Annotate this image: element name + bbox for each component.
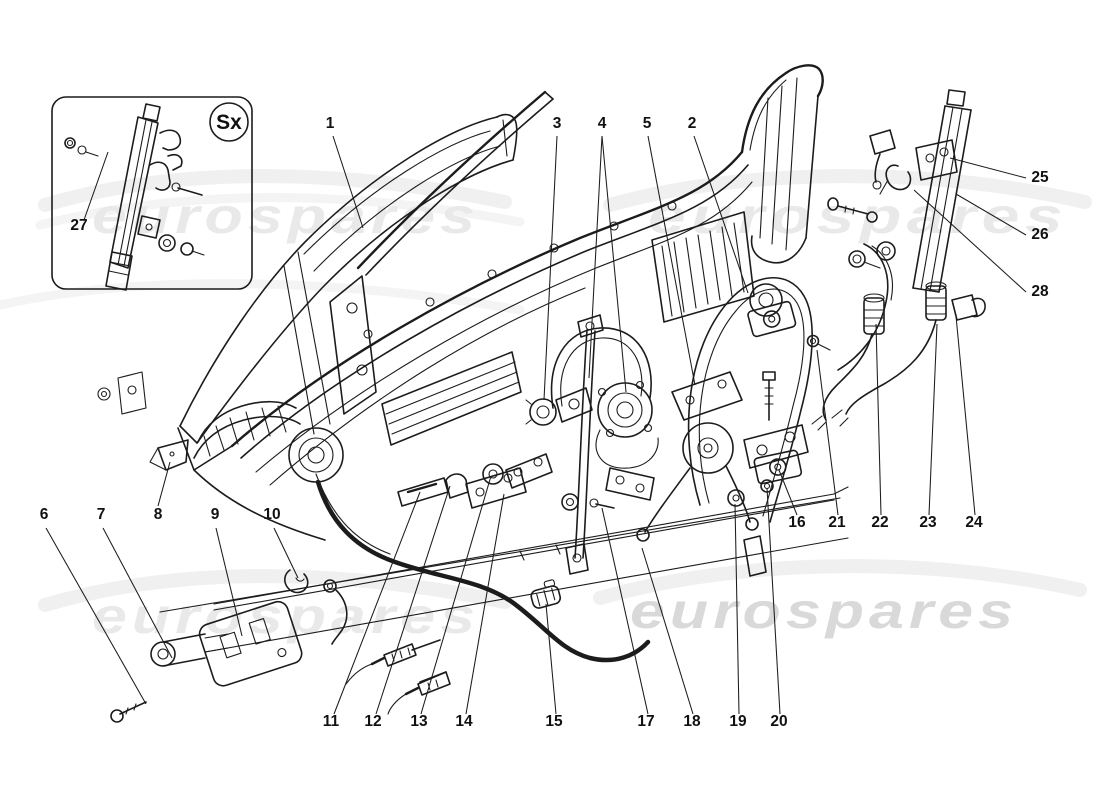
- quarter-window-fin: [740, 64, 824, 317]
- door-frame-drawing: [97, 64, 894, 653]
- part-label-20: 20: [770, 713, 787, 730]
- release-cable: [213, 486, 849, 611]
- door-top-rail: [230, 150, 753, 486]
- watermarks: eurospares eurospares eurospares eurospa…: [0, 169, 1092, 644]
- sx-badge-circle: [209, 102, 249, 142]
- inset-rail-drawing: [64, 103, 205, 291]
- part-labels: 1 2 3 4 5 6 7 8 9 10 11 12 13 14 15 16 1…: [40, 115, 1049, 730]
- inner-panel-recess: [381, 351, 522, 446]
- louver-vent: [651, 211, 755, 323]
- part-label-22: 22: [871, 514, 888, 531]
- part-label-24: 24: [965, 514, 983, 531]
- watermark-text: eurospares: [630, 583, 1018, 639]
- part-label-16: 16: [788, 514, 806, 531]
- leader-lines: [45, 135, 1027, 715]
- part-label-13: 13: [410, 713, 428, 730]
- watermark-text: eurospares: [92, 188, 480, 244]
- ground-wire: [323, 579, 348, 645]
- pillar-plate: [283, 251, 377, 435]
- inset-detail-box: Sx: [51, 96, 253, 291]
- right-guide-rail: [827, 89, 986, 427]
- right-window-regulator: [636, 276, 813, 577]
- part-label-4: 4: [598, 115, 607, 132]
- part-label-28: 28: [1031, 283, 1049, 300]
- wiring-connectors: [806, 293, 885, 431]
- center-window-regulator: [397, 314, 659, 575]
- window-trim-strip: [179, 113, 518, 444]
- part-label-25: 25: [1031, 169, 1049, 186]
- glass-edge-inner: [365, 98, 554, 276]
- glass-edge: [356, 90, 547, 270]
- lock-striker-assembly: [110, 600, 303, 723]
- part-label-26: 26: [1031, 226, 1049, 243]
- part-label-7: 7: [97, 506, 106, 523]
- part-label-17: 17: [637, 713, 654, 730]
- part-label-14: 14: [455, 713, 473, 730]
- part-label-19: 19: [729, 713, 747, 730]
- part-label-23: 23: [919, 514, 937, 531]
- watermark-text: eurospares: [648, 188, 1068, 244]
- part-label-12: 12: [364, 713, 381, 730]
- part-label-27: 27: [70, 217, 87, 234]
- cable-clip: [530, 579, 562, 609]
- sx-badge-label: Sx: [216, 111, 242, 134]
- part-label-9: 9: [211, 506, 220, 523]
- cable-end-connectors: [345, 639, 451, 715]
- part-label-2: 2: [688, 115, 697, 132]
- part-label-3: 3: [553, 115, 562, 132]
- part-label-15: 15: [545, 713, 563, 730]
- part-label-11: 11: [323, 713, 340, 730]
- wedge-bracket: [149, 439, 189, 471]
- part-label-21: 21: [828, 514, 846, 531]
- part-label-18: 18: [683, 713, 701, 730]
- part-label-6: 6: [40, 506, 49, 523]
- part-label-1: 1: [326, 115, 335, 132]
- part-label-5: 5: [643, 115, 652, 132]
- cable-boot-and-wiring: [193, 400, 849, 715]
- retaining-clip: [284, 569, 309, 594]
- part-label-10: 10: [263, 506, 280, 523]
- part-label-8: 8: [154, 506, 163, 523]
